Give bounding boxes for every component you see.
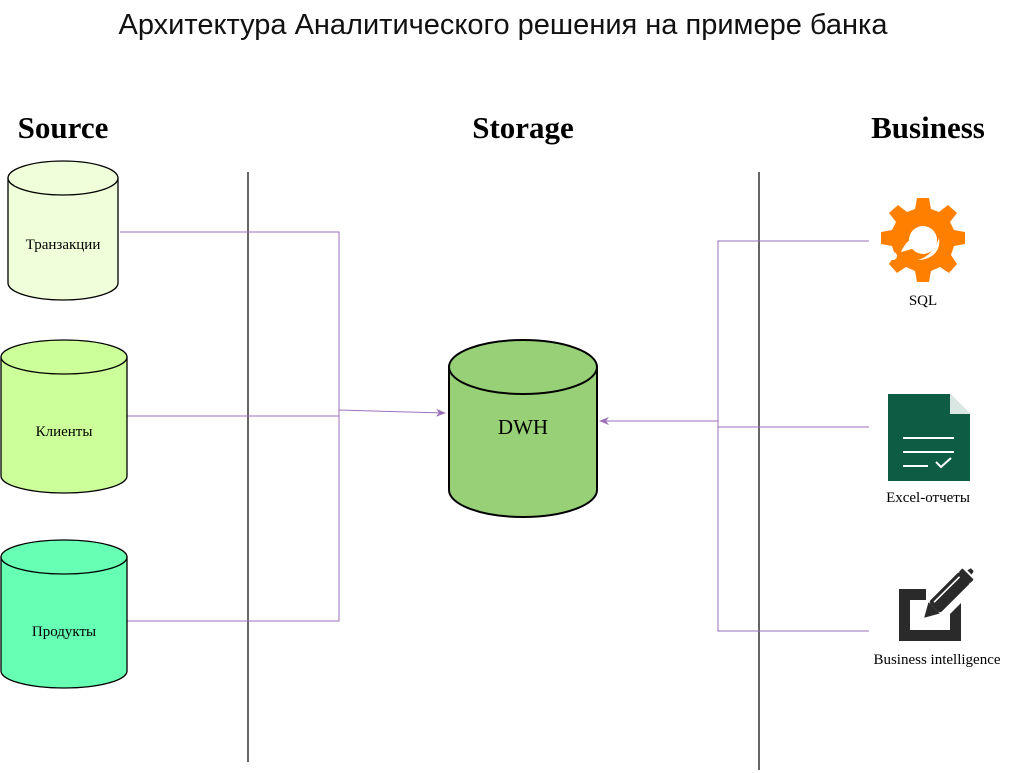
gear-icon xyxy=(881,198,965,282)
consumer-bi: Business intelligence xyxy=(873,568,1001,668)
column-header-source: Source xyxy=(18,110,109,145)
consumer-sql: SQL xyxy=(881,198,965,309)
connector-sql xyxy=(717,240,869,421)
consumer-excel: Excel-отчеты xyxy=(886,394,970,506)
source-connectors xyxy=(120,231,446,622)
connector-bi xyxy=(717,421,869,632)
source-db-clients: Клиенты xyxy=(0,339,128,494)
source-db-label: Транзакции xyxy=(26,237,101,253)
storage-db-dwh: DWH xyxy=(448,339,598,518)
consumer-label: Excel-отчеты xyxy=(886,490,970,506)
connector-transactions xyxy=(120,231,340,410)
page-title: Архитектура Аналитического решения на пр… xyxy=(119,9,889,41)
source-db-label: Продукты xyxy=(32,624,96,640)
connector-to-dwh xyxy=(338,408,446,417)
source-db-products: Продукты xyxy=(0,539,128,689)
source-db-label: Клиенты xyxy=(36,424,93,440)
business-connectors xyxy=(599,240,869,632)
consumer-label: Business intelligence xyxy=(873,652,1000,668)
storage-db-label: DWH xyxy=(498,415,548,439)
column-header-business: Business xyxy=(871,110,985,145)
connector-products xyxy=(127,410,340,622)
column-header-storage: Storage xyxy=(472,110,574,145)
edit-pen-icon xyxy=(899,568,974,641)
consumer-label: SQL xyxy=(909,293,937,309)
source-db-transactions: Транзакции xyxy=(7,160,119,301)
spreadsheet-document-icon xyxy=(888,394,970,481)
